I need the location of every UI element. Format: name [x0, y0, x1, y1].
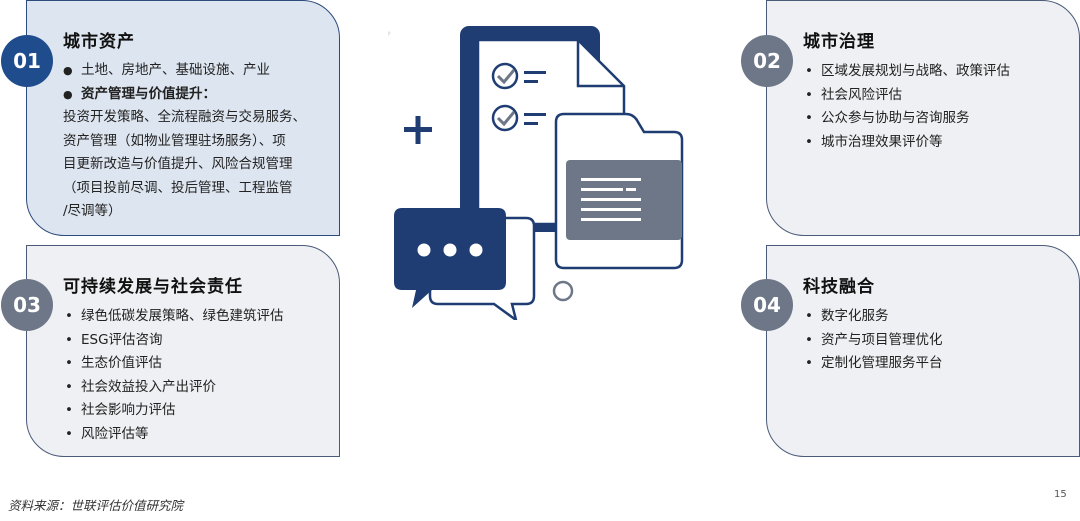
card-body: 数字化服务 资产与项目管理优化 定制化管理服务平台	[803, 305, 1073, 376]
paragraph-line: 目更新改造与价值提升、风险合规管理	[63, 156, 293, 172]
list-item: 资产与项目管理优化	[803, 329, 1073, 353]
list-item: ESG评估咨询	[63, 329, 338, 353]
list-item: 公众参与协助与咨询服务	[803, 107, 1073, 131]
card-body: 土地、房地产、基础设施、产业 资产管理与价值提升： 投资开发策略、全流程融资与交…	[63, 59, 338, 224]
chat-bubble-icon	[394, 208, 536, 320]
card-title: 科技融合	[803, 277, 875, 297]
card-number-badge: 02	[741, 35, 793, 87]
paragraph-line: /尽调等）	[63, 203, 122, 219]
card-title: 可持续发展与社会责任	[63, 277, 243, 297]
plus-icon	[404, 116, 432, 144]
list-item: 社会效益投入产出评价	[63, 376, 338, 400]
card-number-badge: 01	[1, 35, 53, 87]
paragraph-line: 投资开发策略、全流程融资与交易服务、	[63, 109, 306, 125]
list-item: 社会风险评估	[803, 84, 1073, 108]
card-body: 绿色低碳发展策略、绿色建筑评估 ESG评估咨询 生态价值评估 社会效益投入产出评…	[63, 305, 338, 446]
list-item: 定制化管理服务平台	[803, 352, 1073, 376]
paragraph-line: 资产管理（如物业管理驻场服务）、项	[63, 132, 286, 149]
card-title: 城市资产	[63, 32, 135, 52]
folder-icon	[552, 112, 684, 302]
illustration	[388, 26, 684, 320]
card-title: 城市治理	[803, 32, 875, 52]
card-body: 区域发展规划与战略、政策评估 社会风险评估 公众参与协助与咨询服务 城市治理效果…	[803, 60, 1073, 154]
list-item: 社会影响力评估	[63, 399, 338, 423]
list-item: 数字化服务	[803, 305, 1073, 329]
list-item: 土地、房地产、基础设施、产业	[63, 59, 338, 83]
page-number: 15	[1054, 489, 1067, 500]
card-number-badge: 04	[741, 279, 793, 331]
card-number-badge: 03	[1, 279, 53, 331]
card-sustainability: 可持续发展与社会责任 绿色低碳发展策略、绿色建筑评估 ESG评估咨询 生态价值评…	[26, 245, 340, 457]
card-tech-integration: 科技融合 数字化服务 资产与项目管理优化 定制化管理服务平台	[766, 245, 1080, 457]
card-city-governance: 城市治理 区域发展规划与战略、政策评估 社会风险评估 公众参与协助与咨询服务 城…	[766, 0, 1080, 236]
list-item: 风险评估等	[63, 423, 338, 447]
list-item: 绿色低碳发展策略、绿色建筑评估	[63, 305, 338, 329]
list-item: 城市治理效果评价等	[803, 131, 1073, 155]
list-item: 生态价值评估	[63, 352, 338, 376]
source-note: 资料来源：世联评估价值研究院	[8, 498, 184, 513]
paragraph-line: （项目投前尽调、投后管理、工程监管	[63, 179, 293, 196]
card-city-assets: 城市资产 土地、房地产、基础设施、产业 资产管理与价值提升： 投资开发策略、全流…	[26, 0, 340, 236]
list-item: 区域发展规划与战略、政策评估	[803, 60, 1073, 84]
list-item: 资产管理与价值提升：	[63, 83, 338, 107]
